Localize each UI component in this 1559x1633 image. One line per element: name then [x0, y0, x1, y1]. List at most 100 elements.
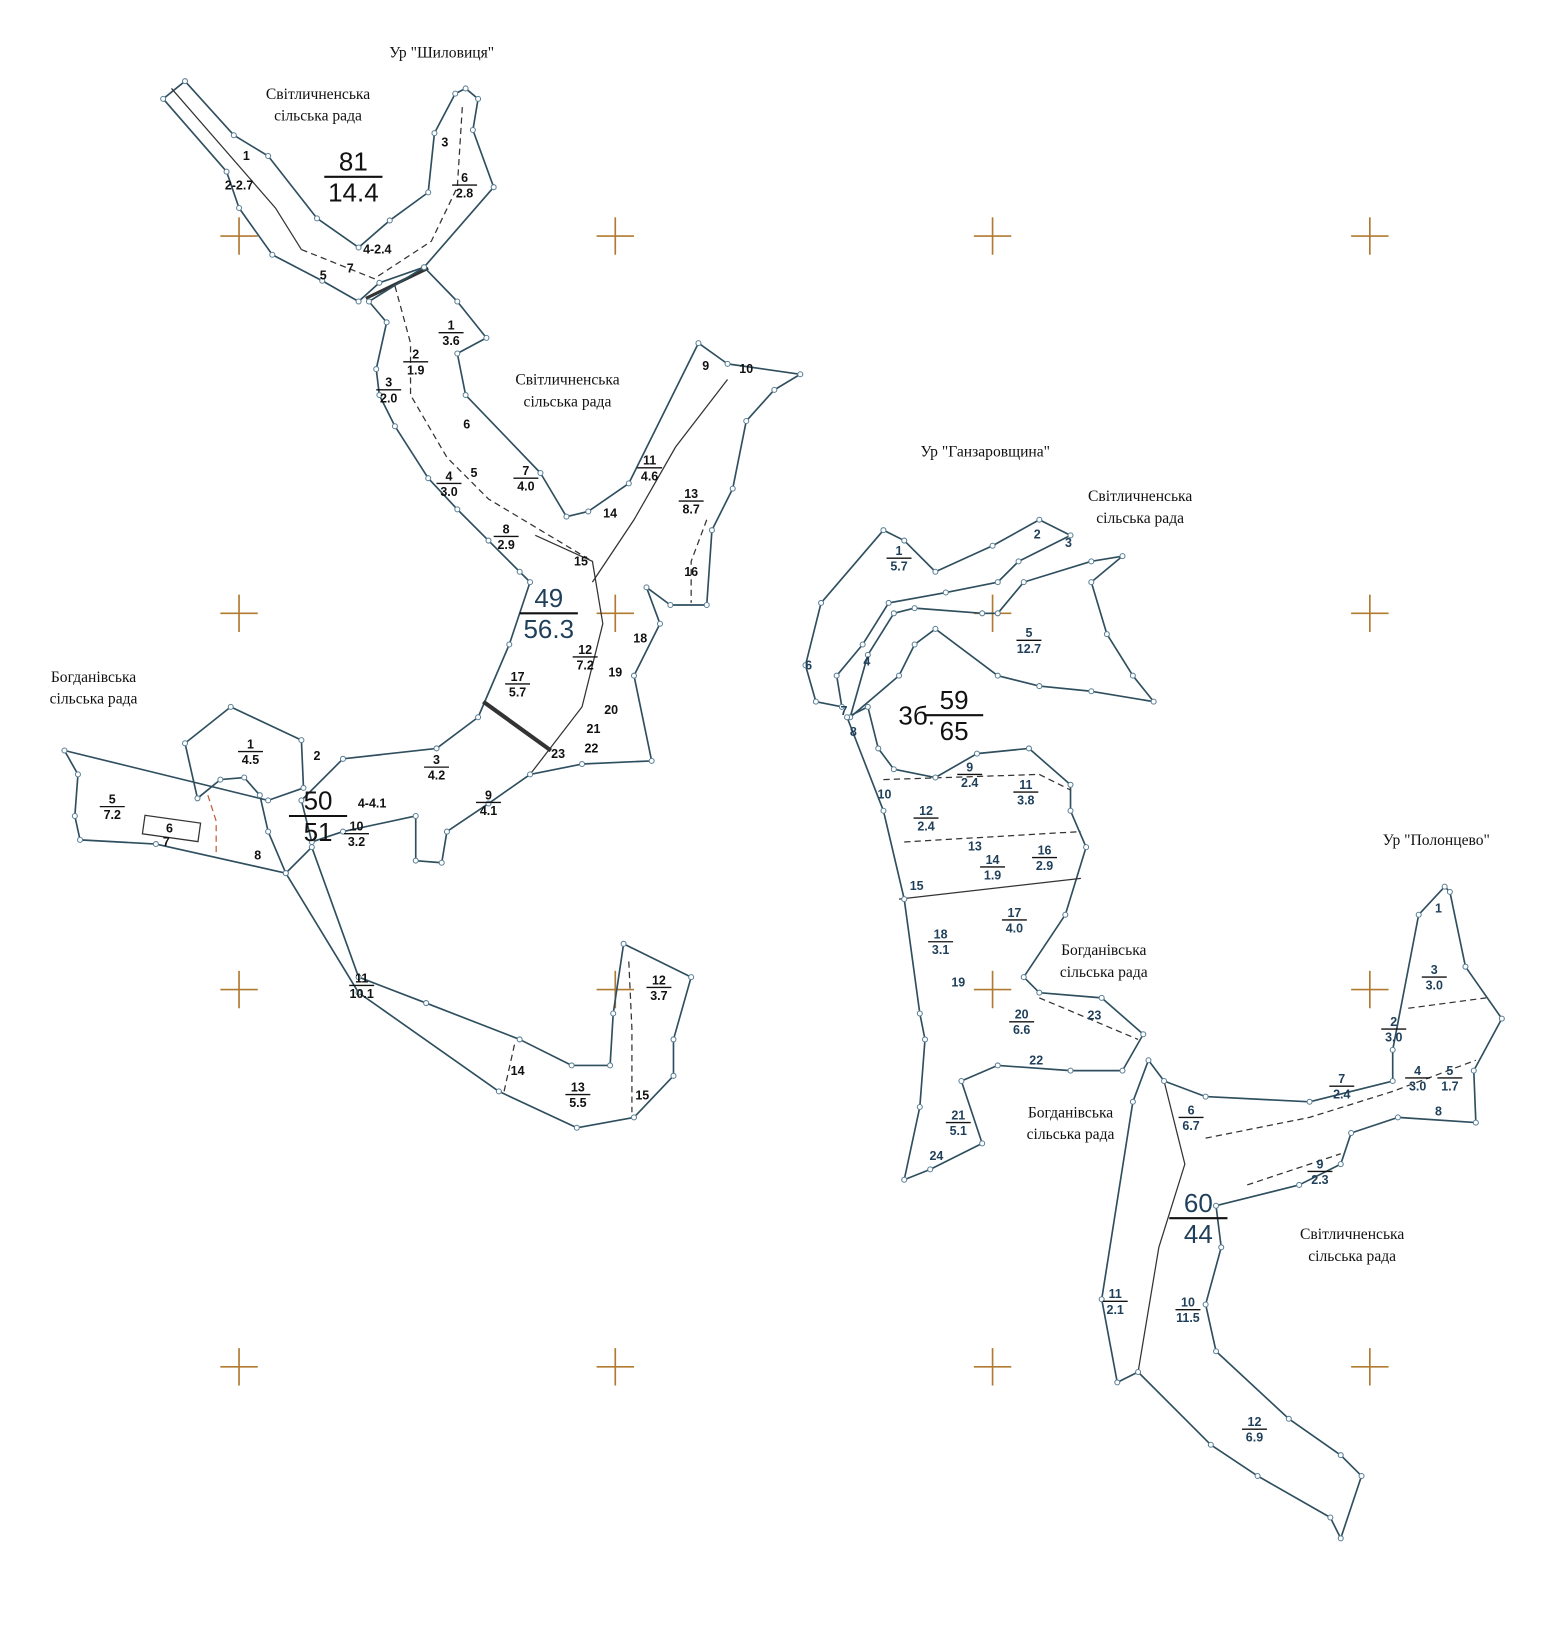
boundary-vertex: [1389, 1077, 1396, 1085]
quarter-area: 56.3: [523, 614, 574, 644]
stand-area: 3.0: [1409, 1079, 1426, 1093]
council-name: Світличненська: [515, 372, 619, 389]
tract-name-shylovytsia: Ур "Шиловиця": [389, 44, 494, 61]
stand-number: 21: [951, 1108, 965, 1122]
stand-label: 15: [910, 879, 924, 893]
boundary-vertex: [462, 392, 469, 399]
boundary-vertex: [1150, 698, 1157, 705]
stand-label: 32.0: [376, 376, 402, 405]
boundary-vertex: [217, 776, 224, 783]
boundary-vertex: [475, 95, 482, 102]
stand-number: 11: [1019, 778, 1032, 792]
stand-number: 17: [1007, 906, 1021, 920]
quarter-60-boundary: [1098, 883, 1505, 1542]
stand-area: 3.6: [442, 334, 459, 348]
grid-cross: [220, 217, 258, 255]
boundary-vertex: [1472, 1119, 1479, 1126]
stand-label: 15: [635, 1089, 649, 1103]
boundary-vertex: [901, 537, 908, 544]
boundary-vertex: [373, 366, 380, 373]
stand-number: 5: [1446, 1064, 1453, 1078]
stand-area: 6.9: [1246, 1431, 1263, 1445]
boundary-vertex: [573, 1124, 580, 1131]
boundary-vertex: [620, 940, 627, 947]
stand-label: 34.2: [424, 753, 449, 783]
stand-number: 12: [919, 804, 933, 818]
boundary-vertex: [932, 568, 939, 575]
boundary-vertex: [1327, 1514, 1334, 1521]
stand-label: 22: [1029, 1053, 1043, 1067]
boundary-vertex: [610, 1010, 617, 1017]
boundary-vertex: [630, 672, 638, 679]
boundary-vertex: [607, 1062, 614, 1069]
stand-number: 23: [1087, 1009, 1101, 1023]
grid-cross: [220, 1348, 258, 1386]
council-name: Богданівська: [1028, 1104, 1113, 1121]
stand-area: 2.4: [1333, 1088, 1350, 1102]
stand-area: 6.7: [1182, 1119, 1199, 1133]
stand-label: 2: [314, 749, 321, 763]
boundary-vertex: [838, 703, 845, 710]
stand-label: 127.2: [572, 643, 598, 672]
stand-area: 3.0: [440, 485, 457, 499]
stand-label: 20: [604, 703, 618, 717]
boundary-vertex: [355, 989, 362, 996]
stand-label: 4-4.1: [358, 797, 386, 811]
boundary-vertex: [269, 251, 276, 258]
boundary-vertex: [1020, 579, 1027, 586]
stand-label: 23: [1087, 1009, 1101, 1023]
boundary-vertex: [729, 485, 736, 492]
stand-number: 8: [254, 849, 261, 863]
stand-label: 82.9: [493, 522, 519, 552]
boundary-vertex: [911, 641, 918, 648]
stand-number: 3: [433, 753, 440, 767]
boundary-vertex: [1098, 1296, 1105, 1303]
boundary-vertex: [431, 130, 438, 137]
stand-number: 18: [633, 631, 647, 645]
boundary-vertex: [1213, 1348, 1220, 1355]
boundary-vertex: [355, 298, 362, 305]
stand-number: 2: [412, 348, 419, 362]
stand-label: 92.3: [1307, 1157, 1333, 1187]
stand-area: 5.7: [890, 560, 907, 574]
boundary-vertex: [412, 812, 419, 819]
stand-label: 92.4: [957, 760, 983, 790]
boundary-vertex: [1083, 844, 1090, 851]
council-name: Богданівська: [51, 669, 136, 686]
boundary-vertex: [74, 771, 81, 778]
stand-number: 24: [930, 1149, 944, 1163]
boundary-vertex: [230, 132, 237, 139]
stand-number: 22: [584, 742, 598, 756]
stand-number: 2: [1390, 1015, 1397, 1029]
stand-area: 1.9: [407, 363, 424, 377]
stand-number: 6: [1188, 1103, 1195, 1117]
boundary-vertex: [1067, 532, 1074, 539]
stand-label: 8: [850, 725, 857, 739]
stand-label: 114.6: [637, 454, 663, 483]
boundary-vertex: [688, 974, 695, 981]
boundary-vertex: [994, 610, 1001, 617]
stand-number: 2: [314, 749, 321, 763]
boundary-vertex: [1036, 989, 1043, 996]
stand-label: 74.0: [513, 464, 539, 494]
stand-label: 14: [511, 1064, 525, 1078]
stand-label: 103.2: [344, 820, 369, 849]
stand-number: 13: [571, 1080, 585, 1094]
stand-label: 15: [574, 555, 588, 569]
boundary-vertex: [1088, 579, 1095, 586]
boundary-vertex: [625, 480, 632, 487]
quarter-number: 81: [339, 147, 368, 177]
stand-number: 5: [1025, 626, 1032, 640]
stand-label: 15.7: [886, 544, 912, 574]
stand-label: 23: [551, 747, 565, 761]
council-type: сільська рада: [274, 108, 362, 125]
stand-area: 3.1: [932, 943, 949, 957]
grid-cross: [220, 970, 258, 1009]
tract-name-hanzarovshchyna: Ур "Ганзаровщина": [921, 443, 1051, 460]
boundary-vertex: [483, 334, 490, 341]
boundary-vertex: [386, 217, 393, 224]
grid-cross: [220, 594, 258, 633]
boundary-vertex: [864, 703, 871, 710]
stand-number: 16: [1038, 843, 1052, 857]
